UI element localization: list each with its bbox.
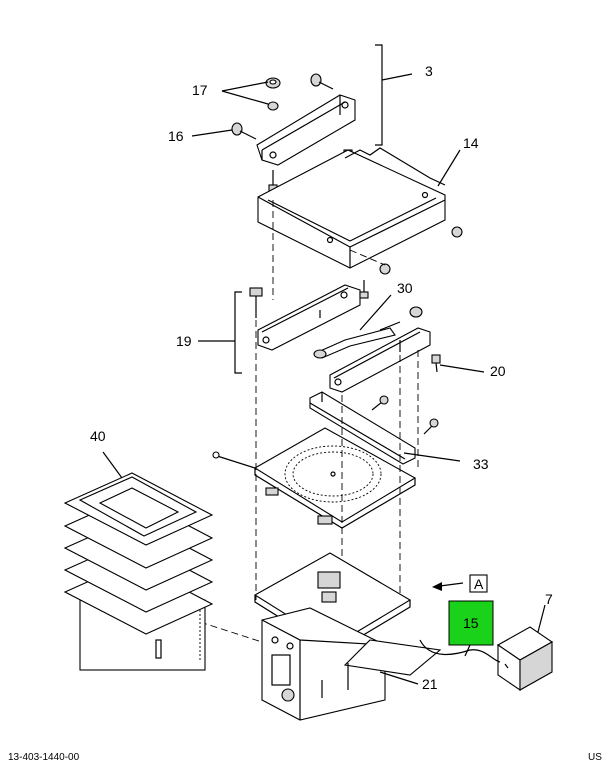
guide-line bbox=[199, 621, 263, 643]
slide-19-bolt bbox=[249, 287, 263, 318]
guide-line bbox=[349, 249, 386, 266]
part-15-highlight-box[interactable] bbox=[448, 600, 494, 646]
part-20-screw bbox=[431, 354, 441, 373]
part-21-suspension-base bbox=[253, 552, 442, 721]
callout-15[interactable]: 15 bbox=[463, 615, 479, 631]
view-marker-label: A bbox=[474, 576, 484, 592]
part-33-mount-rail bbox=[309, 391, 416, 465]
callout-21: 21 bbox=[422, 676, 438, 692]
tray-nut-lower bbox=[379, 263, 391, 275]
callout-30: 30 bbox=[397, 280, 413, 296]
part-17-washer-nut bbox=[265, 77, 281, 111]
part-14-seat-tray bbox=[257, 147, 446, 269]
callout-19: 19 bbox=[176, 333, 192, 349]
callout-17: 17 bbox=[192, 82, 208, 98]
slide-19-screw bbox=[359, 280, 369, 299]
part-16-bolt bbox=[231, 73, 334, 140]
part-40-bellows-boot bbox=[63, 472, 214, 671]
tray-nut-right bbox=[451, 226, 463, 238]
callout-7: 7 bbox=[545, 591, 553, 607]
part-19-left-slide bbox=[257, 284, 361, 351]
callout-14: 14 bbox=[463, 135, 479, 151]
callout-20: 20 bbox=[490, 363, 506, 379]
callout-16: 16 bbox=[168, 128, 184, 144]
drawing-number: 13-403-1440-00 bbox=[8, 752, 80, 761]
callout-33: 33 bbox=[473, 456, 489, 472]
region-code: US bbox=[588, 752, 602, 761]
view-a-marker bbox=[432, 574, 488, 593]
callout-40: 40 bbox=[90, 428, 106, 444]
leader-lines bbox=[102, 44, 546, 685]
rail-screw-right bbox=[423, 418, 439, 435]
rail-screw-left bbox=[371, 395, 389, 411]
part-7-air-compressor bbox=[419, 626, 554, 692]
callout-3: 3 bbox=[425, 63, 433, 79]
part-3-top-bracket bbox=[256, 94, 356, 166]
part-30-slide-handle bbox=[313, 306, 431, 393]
